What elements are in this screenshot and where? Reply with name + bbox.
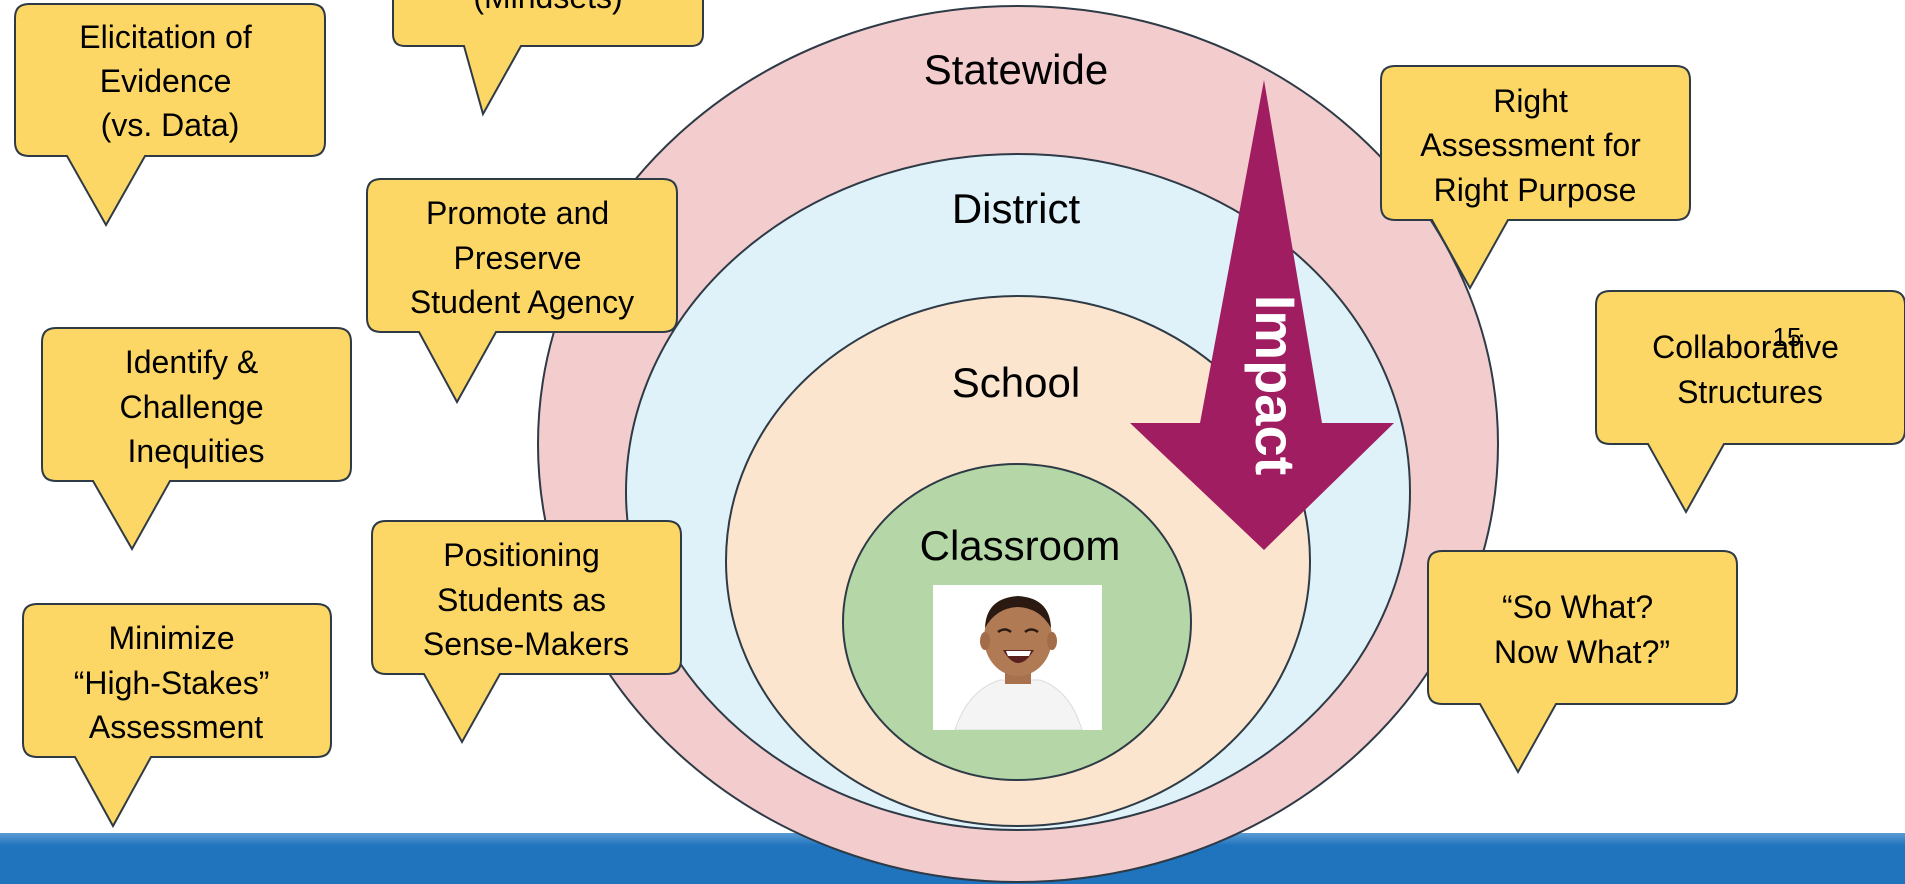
ring-label-classroom: Classroom: [920, 522, 1121, 569]
callout-elicitation-of-evidence: Elicitation of Evidence (vs. Data): [14, 3, 326, 228]
ring-label-school: School: [952, 359, 1080, 406]
callout-so-what-now-what: “So What? Now What?”: [1427, 550, 1738, 775]
callout-text-right-assessment: Right Assessment for Right Purpose: [1420, 83, 1649, 208]
callout-text-sense-makers: Positioning Students as Sense-Makers: [423, 537, 629, 662]
callout-student-agency: Promote and Preserve Student Agency: [366, 178, 678, 405]
callout-mindsets: (Mindsets): [392, 0, 704, 117]
callout-challenge-inequities: Identify & Challenge Inequities: [41, 327, 352, 552]
callout-minimize-high-stakes: Minimize “High-Stakes” Assessment: [22, 603, 332, 829]
ring-label-district: District: [952, 185, 1081, 232]
callout-text-elicitation: Elicitation of Evidence (vs. Data): [79, 19, 260, 143]
callout-text-so-what: “So What? Now What?”: [1494, 589, 1670, 670]
callout-text-high-stakes: Minimize “High-Stakes” Assessment: [74, 620, 279, 745]
child-photo: [933, 585, 1102, 730]
callout-sense-makers: Positioning Students as Sense-Makers: [371, 520, 682, 745]
slide-number: 15: [1773, 322, 1802, 352]
ring-label-statewide: Statewide: [924, 46, 1108, 93]
callout-text-mindsets: (Mindsets): [473, 0, 622, 15]
callout-text-collaborative: Collaborative Structures: [1652, 329, 1848, 410]
callout-right-assessment: Right Assessment for Right Purpose: [1380, 65, 1691, 291]
callout-text-inequities: Identify & Challenge Inequities: [120, 344, 273, 469]
callout-text-student-agency: Promote and Preserve Student Agency: [410, 195, 634, 320]
impact-label: Impact: [1244, 295, 1307, 476]
impact-arrow: [1130, 80, 1394, 550]
callout-collaborative-structures: Collaborative Structures: [1595, 290, 1905, 515]
